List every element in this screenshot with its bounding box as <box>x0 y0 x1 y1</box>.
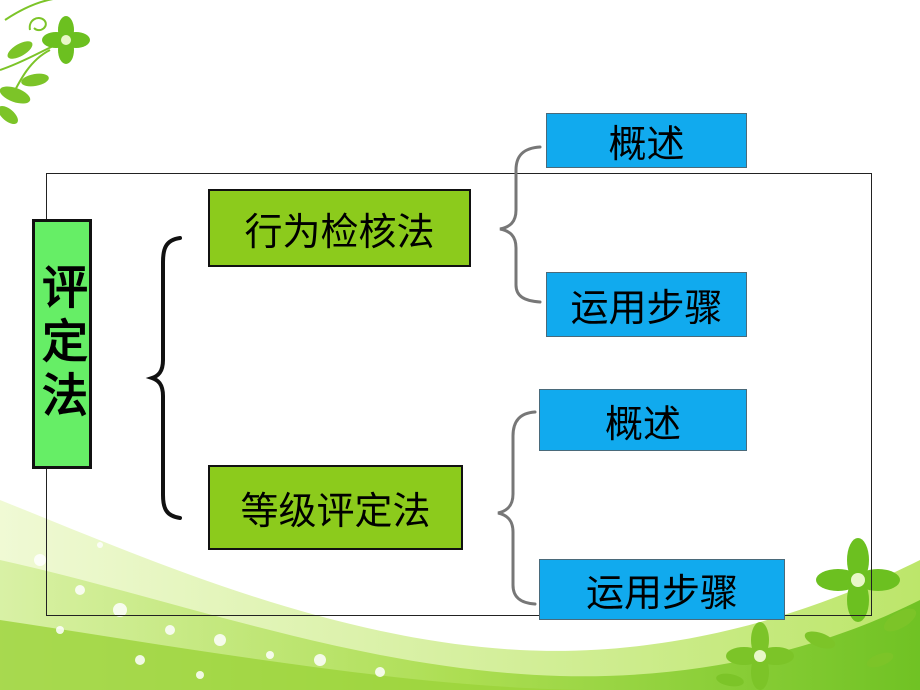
flower-icon <box>42 16 90 64</box>
leaf-node-2-2: 运用步骤 <box>539 559 785 620</box>
method-node-2: 等级评定法 <box>208 465 463 550</box>
method-node-1: 行为检核法 <box>208 189 471 267</box>
root-node: 评定法 <box>32 219 92 469</box>
main-brace <box>145 236 182 520</box>
leaf-node-1-2: 运用步骤 <box>546 272 747 337</box>
sub-brace-1 <box>499 145 542 304</box>
sub-brace-2 <box>497 410 537 606</box>
flower-icon <box>726 622 794 690</box>
leaf-node-2-1: 概述 <box>539 389 747 451</box>
flower-icon <box>816 538 900 622</box>
leaf-node-1-1: 概述 <box>546 113 747 168</box>
